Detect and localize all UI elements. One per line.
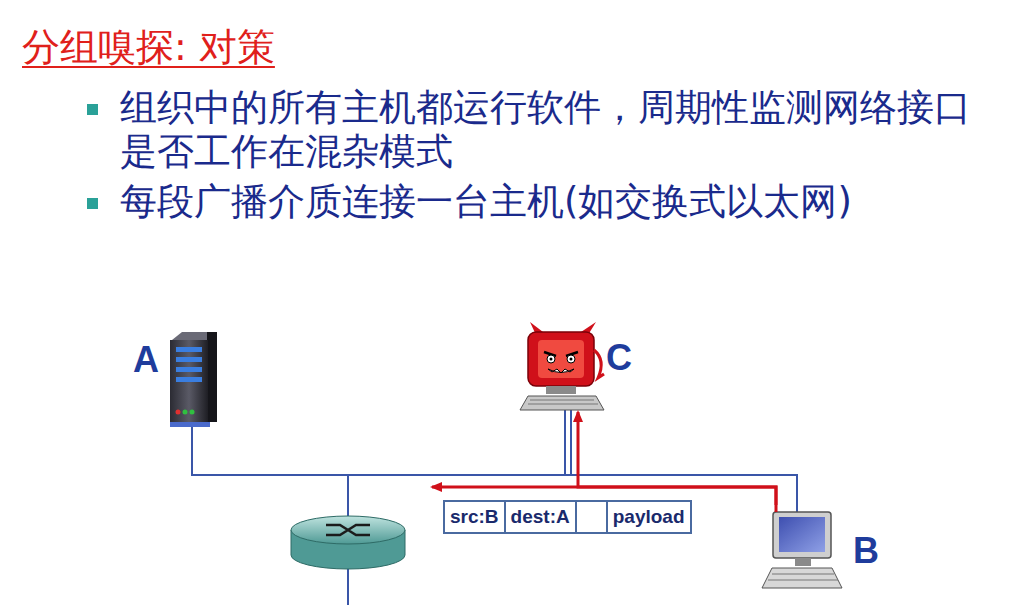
- bullet-text: 每段广播介质连接一台主机(如交换式以太网): [120, 180, 980, 224]
- hacker-computer-icon: [520, 322, 604, 410]
- computer-icon: [762, 512, 842, 588]
- traffic-arrow: [578, 412, 776, 505]
- host-letter: C: [606, 338, 632, 378]
- packet-field: dest:A: [504, 502, 575, 532]
- bullet-marker: [87, 104, 98, 115]
- host-letter: B: [853, 531, 879, 571]
- host-node: A: [128, 328, 223, 430]
- bus-wire: [192, 408, 797, 605]
- packet-field: payload: [606, 502, 690, 532]
- host-letter: A: [133, 340, 159, 380]
- host-node: B: [758, 505, 888, 593]
- server-icon: [170, 332, 217, 427]
- packet-box: src:Bdest:A payload: [443, 500, 692, 534]
- bullet-text: 组织中的所有主机都运行软件，周期性监测网络接口是否工作在混杂模式: [120, 86, 980, 174]
- packet-empty-field: [575, 502, 606, 532]
- switch-icon: [291, 516, 405, 569]
- host-node: C: [518, 318, 643, 412]
- packet-field: src:B: [445, 502, 504, 532]
- bullet-marker: [87, 198, 98, 209]
- slide-title: 分组嗅探: 对策: [22, 22, 275, 73]
